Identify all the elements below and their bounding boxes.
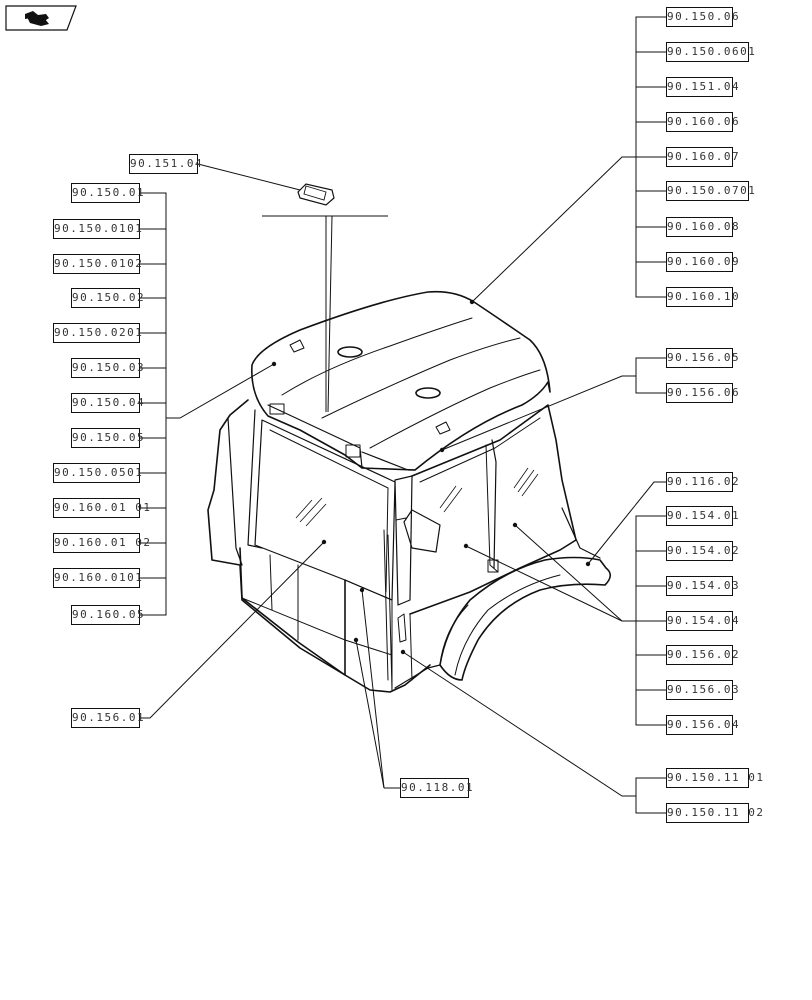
label-90-160-0101[interactable]: 90.160.0101 <box>53 568 142 588</box>
label-90-150-0601[interactable]: 90.150.0601 <box>666 42 755 62</box>
label-90-160-09[interactable]: 90.160.09 <box>666 252 739 272</box>
label-90-150-11-02[interactable]: 90.150.11 02 <box>666 803 763 823</box>
label-90-150-04[interactable]: 90.150.04 <box>71 393 144 413</box>
label-90-150-0201[interactable]: 90.150.0201 <box>53 323 142 343</box>
label-90-150-0501[interactable]: 90.150.0501 <box>53 463 142 483</box>
label-90-154-04[interactable]: 90.154.04 <box>666 611 739 631</box>
label-90-118-01[interactable]: 90.118.01 <box>400 778 473 798</box>
label-90-154-03[interactable]: 90.154.03 <box>666 576 739 596</box>
label-90-156-04[interactable]: 90.156.04 <box>666 715 739 735</box>
label-90-156-01[interactable]: 90.156.01 <box>71 708 144 728</box>
label-90-160-01-02[interactable]: 90.160.01 02 <box>53 533 150 553</box>
label-90-154-02[interactable]: 90.154.02 <box>666 541 739 561</box>
label-90-160-08[interactable]: 90.160.08 <box>666 217 739 237</box>
label-90-150-05[interactable]: 90.150.05 <box>71 428 144 448</box>
label-90-151-04-top[interactable]: 90.151.04 <box>129 154 202 174</box>
label-90-160-07[interactable]: 90.160.07 <box>666 147 739 167</box>
label-90-150-0102[interactable]: 90.150.0102 <box>53 254 142 274</box>
label-90-160-05[interactable]: 90.160.05 <box>71 605 144 625</box>
nav-arrow-button[interactable] <box>5 5 77 31</box>
label-90-156-02[interactable]: 90.156.02 <box>666 645 739 665</box>
label-90-154-01[interactable]: 90.154.01 <box>666 506 739 526</box>
label-90-150-0101[interactable]: 90.150.0101 <box>53 219 142 239</box>
label-90-156-05[interactable]: 90.156.05 <box>666 348 739 368</box>
label-90-116-02[interactable]: 90.116.02 <box>666 472 739 492</box>
label-90-150-02[interactable]: 90.150.02 <box>71 288 144 308</box>
label-90-151-04-right[interactable]: 90.151.04 <box>666 77 739 97</box>
label-90-150-06[interactable]: 90.150.06 <box>666 7 739 27</box>
label-90-150-01[interactable]: 90.150.01 <box>71 183 144 203</box>
label-90-160-01-01[interactable]: 90.160.01 01 <box>53 498 150 518</box>
label-90-156-06[interactable]: 90.156.06 <box>666 383 739 403</box>
label-90-160-06[interactable]: 90.160.06 <box>666 112 739 132</box>
label-90-150-03[interactable]: 90.150.03 <box>71 358 144 378</box>
label-90-150-11-01[interactable]: 90.150.11 01 <box>666 768 763 788</box>
label-90-160-10[interactable]: 90.160.10 <box>666 287 739 307</box>
label-90-150-0701[interactable]: 90.150.0701 <box>666 181 755 201</box>
label-90-156-03[interactable]: 90.156.03 <box>666 680 739 700</box>
navigation-arrow-icon <box>5 5 77 31</box>
